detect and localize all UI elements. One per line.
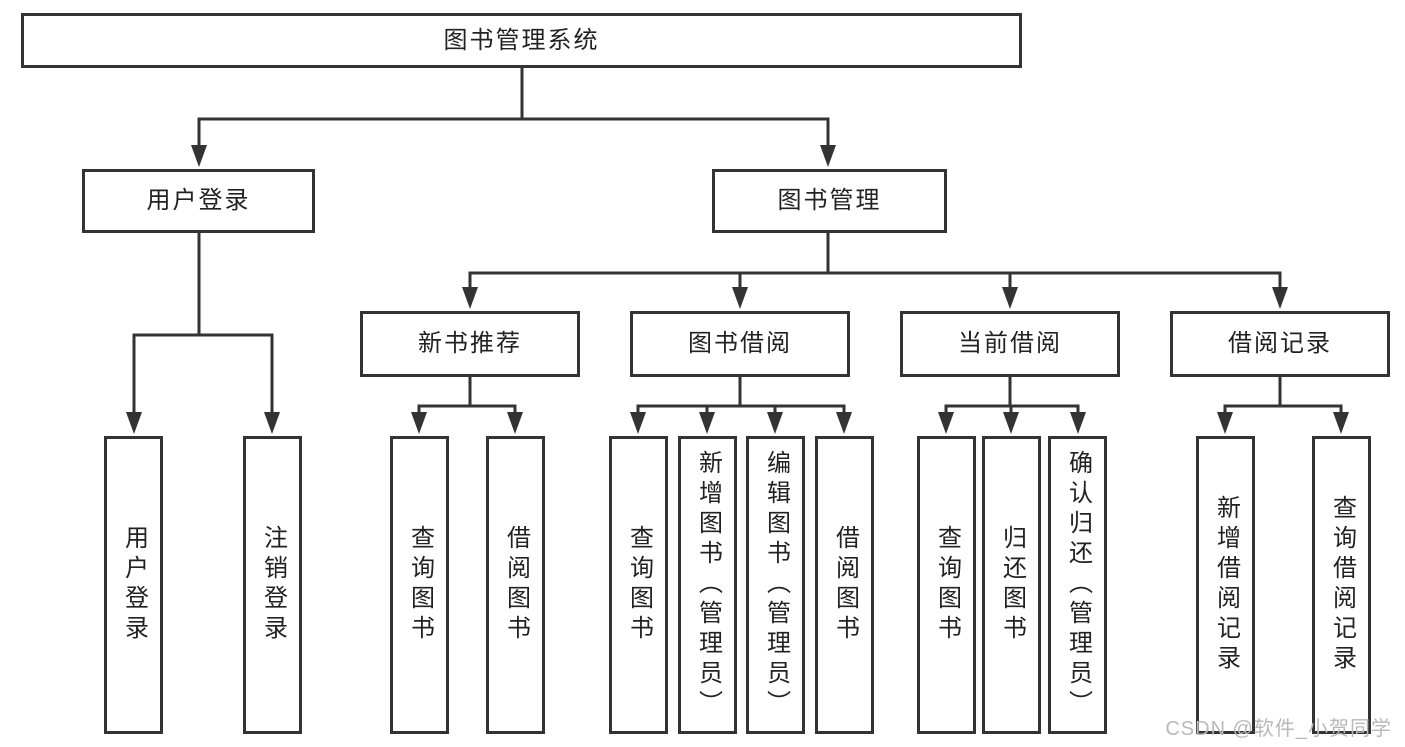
node-book-management: 图书管理 xyxy=(712,169,947,233)
leaf-return-books: 归还图书 xyxy=(982,436,1041,734)
leaf-user-login-label: 用户登录 xyxy=(120,525,148,645)
leaf-logout-login-label: 注销登录 xyxy=(259,525,287,645)
leaf-add-book-admin: 新增图书（管理员） xyxy=(678,436,737,734)
leaf-logout-login: 注销登录 xyxy=(243,436,302,734)
node-book-borrowing-label: 图书借阅 xyxy=(688,330,792,357)
leaf-query-books-current-label: 查询图书 xyxy=(933,525,961,645)
node-book-management-label: 图书管理 xyxy=(777,187,882,214)
node-user-login-label: 用户登录 xyxy=(146,187,251,214)
node-new-book-recommendation: 新书推荐 xyxy=(360,311,580,377)
node-book-borrowing: 图书借阅 xyxy=(630,311,850,377)
leaf-confirm-return-admin: 确认归还（管理员） xyxy=(1048,436,1107,734)
leaf-borrow-books-borrowing-label: 借阅图书 xyxy=(831,525,859,645)
leaf-query-books-borrowing-label: 查询图书 xyxy=(625,525,653,645)
leaf-edit-book-admin-label: 编辑图书（管理员） xyxy=(762,450,790,720)
leaf-query-borrow-record-label: 查询借阅记录 xyxy=(1328,495,1356,675)
leaf-borrow-books-borrowing: 借阅图书 xyxy=(815,436,874,734)
leaf-return-books-label: 归还图书 xyxy=(998,525,1026,645)
node-borrowing-records-label: 借阅记录 xyxy=(1228,330,1332,357)
leaf-query-books-current: 查询图书 xyxy=(917,436,976,734)
csdn-watermark: CSDN @软件_小贺同学 xyxy=(1165,718,1392,740)
leaf-query-books-recommend: 查询图书 xyxy=(390,436,449,734)
node-root: 图书管理系统 xyxy=(21,13,1022,68)
leaf-confirm-return-admin-label: 确认归还（管理员） xyxy=(1064,450,1092,720)
leaf-add-borrow-record-label: 新增借阅记录 xyxy=(1212,495,1240,675)
node-root-label: 图书管理系统 xyxy=(443,26,600,54)
leaf-query-borrow-record: 查询借阅记录 xyxy=(1312,436,1371,734)
node-current-borrowing: 当前借阅 xyxy=(900,311,1120,377)
leaf-query-books-borrowing: 查询图书 xyxy=(609,436,668,734)
leaf-user-login: 用户登录 xyxy=(104,436,163,734)
leaf-borrow-books-recommend-label: 借阅图书 xyxy=(502,525,530,645)
node-borrowing-records: 借阅记录 xyxy=(1170,311,1390,377)
leaf-edit-book-admin: 编辑图书（管理员） xyxy=(746,436,805,734)
node-current-borrowing-label: 当前借阅 xyxy=(958,330,1062,357)
leaf-borrow-books-recommend: 借阅图书 xyxy=(486,436,545,734)
node-new-book-recommendation-label: 新书推荐 xyxy=(418,330,522,357)
leaf-add-book-admin-label: 新增图书（管理员） xyxy=(694,450,722,720)
leaf-query-books-recommend-label: 查询图书 xyxy=(406,525,434,645)
arrowheads xyxy=(126,145,1349,434)
node-user-login: 用户登录 xyxy=(82,169,315,233)
leaf-add-borrow-record: 新增借阅记录 xyxy=(1196,436,1255,734)
